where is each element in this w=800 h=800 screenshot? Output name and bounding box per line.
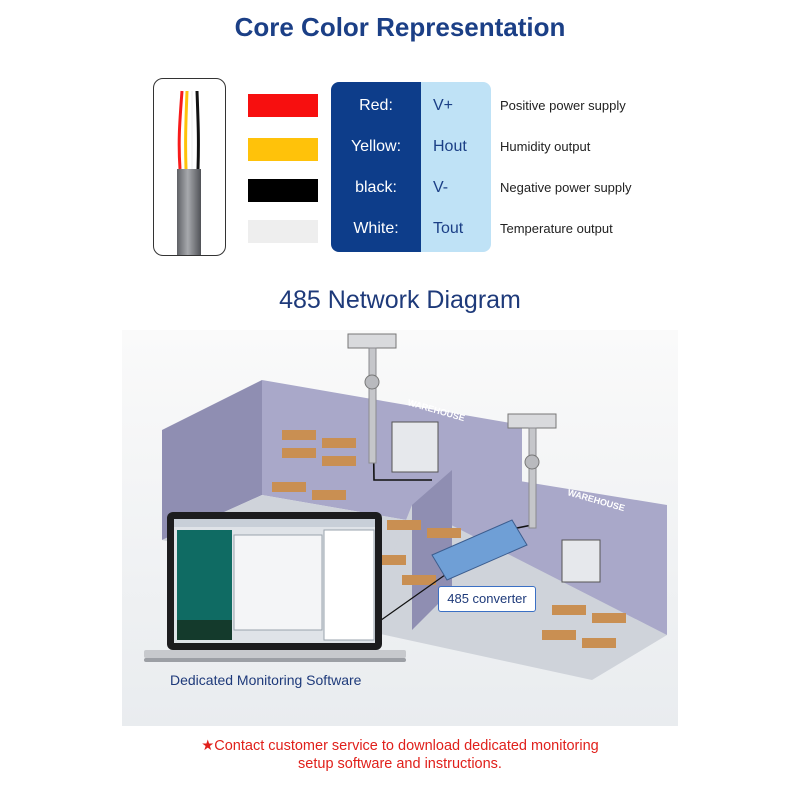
desc-red: Positive power supply <box>500 98 626 113</box>
color-name-yellow: Yellow: <box>350 138 402 155</box>
converter-label: 485 converter <box>438 586 536 612</box>
signal-red: V+ <box>433 97 454 114</box>
download-note-line2: setup software and instructions. <box>298 756 502 772</box>
color-name-white: White: <box>353 220 399 237</box>
core-color-title: Core Color Representation <box>234 12 566 42</box>
network-diagram-title: 485 Network Diagram <box>279 286 521 314</box>
signal-panel <box>421 82 491 252</box>
swatch-white <box>248 220 318 243</box>
color-name-red: Red: <box>359 97 393 114</box>
swatch-black <box>248 179 318 202</box>
desc-yellow: Humidity output <box>500 139 591 154</box>
desc-black: Negative power supply <box>500 180 632 195</box>
color-name-panel <box>331 82 421 252</box>
signal-yellow: Hout <box>433 138 467 155</box>
signal-white: Tout <box>433 220 464 237</box>
swatch-yellow <box>248 138 318 161</box>
network-diagram: WAREHOUSE WAREHOUSE <box>122 330 678 726</box>
swatch-red <box>248 94 318 117</box>
software-label: Dedicated Monitoring Software <box>170 672 362 688</box>
signal-black: V- <box>433 179 449 196</box>
download-note-line1: ★Contact customer service to download de… <box>201 738 599 754</box>
desc-white: Temperature output <box>500 221 613 236</box>
cable-illustration <box>153 78 226 256</box>
color-name-black: black: <box>355 179 397 196</box>
